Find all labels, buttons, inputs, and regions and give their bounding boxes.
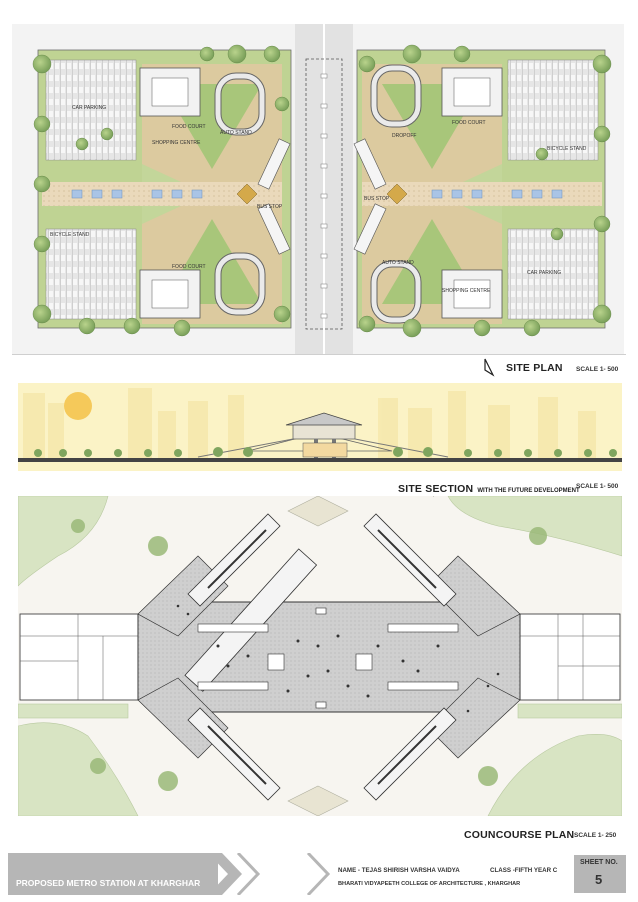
tree-icons xyxy=(32,44,612,338)
college-name: BHARATI VIDYAPEETH COLLEGE OF ARCHITECTU… xyxy=(338,881,521,887)
car-parking-right-label: CAR PARKING xyxy=(527,270,561,276)
bus-stop-right-label: BUS STOP xyxy=(364,196,390,202)
sun-icon xyxy=(64,392,92,420)
site-section-scale: SCALE 1- 500 xyxy=(576,483,619,490)
site-section-subtitle: WITH THE FUTURE DEVELOPMENT xyxy=(477,488,580,494)
auto-stand-left-label: AUTO STAND xyxy=(220,130,252,136)
concourse-plan-scale: SCALE 1- 250 xyxy=(574,832,617,839)
concourse-plan-drawing xyxy=(18,496,622,816)
site-plan-svg: FOOD COURT FOOD COURT FOOD COURT SHOPPIN… xyxy=(12,24,624,354)
food-court-label-2: FOOD COURT xyxy=(452,120,486,126)
title-block-footer: PROPOSED METRO STATION AT KHARGHAR NAME … xyxy=(8,853,630,895)
auto-stand-right-label: AUTO STAND xyxy=(382,260,414,266)
student-name: NAME - TEJAS SHIRISH VARSHA VAIDYA xyxy=(338,867,460,874)
north-arrow-icon xyxy=(482,357,496,377)
left-service-block xyxy=(19,613,139,701)
right-service-block xyxy=(519,613,621,701)
sheet-label: SHEET NO. xyxy=(580,859,618,866)
car-parking-left-label: CAR PARKING xyxy=(72,105,106,111)
bicycle-stand-left-label: BICYCLE STAND xyxy=(50,232,90,238)
divider-line xyxy=(12,354,626,355)
sheet-box xyxy=(574,855,626,893)
student-class: CLASS -FIFTH YEAR C xyxy=(490,867,558,874)
sheet-number: 5 xyxy=(595,872,603,887)
footer-chevrons xyxy=(208,853,331,895)
project-title: PROPOSED METRO STATION AT KHARGHAR xyxy=(16,878,201,888)
shopping-centre-label: SHOPPING CENTRE xyxy=(442,288,491,294)
station-section xyxy=(197,412,449,458)
shopping-centre-label-left: SHOPPING CENTRE xyxy=(152,140,201,146)
site-section-title: SITE SECTION xyxy=(398,483,474,495)
concourse-plan-title: COUNCOURSE PLAN xyxy=(464,829,575,841)
right-site xyxy=(353,49,606,329)
footer-title-bar xyxy=(8,853,218,895)
site-plan-title: SITE PLAN xyxy=(506,362,563,374)
site-plan-drawing: FOOD COURT FOOD COURT FOOD COURT SHOPPIN… xyxy=(12,24,624,354)
dropoff-label: DROPOFF xyxy=(392,133,416,139)
bus-stop-left-label: BUS STOP xyxy=(257,204,283,210)
food-court-right-label: FOOD COURT xyxy=(172,264,206,270)
left-site xyxy=(37,49,292,329)
site-section-drawing xyxy=(18,383,622,471)
site-plan-scale: SCALE 1- 500 xyxy=(576,366,619,373)
food-court-left-label: FOOD COURT xyxy=(172,124,206,130)
bicycle-stand-right-label: BICYCLE STAND xyxy=(547,146,587,152)
